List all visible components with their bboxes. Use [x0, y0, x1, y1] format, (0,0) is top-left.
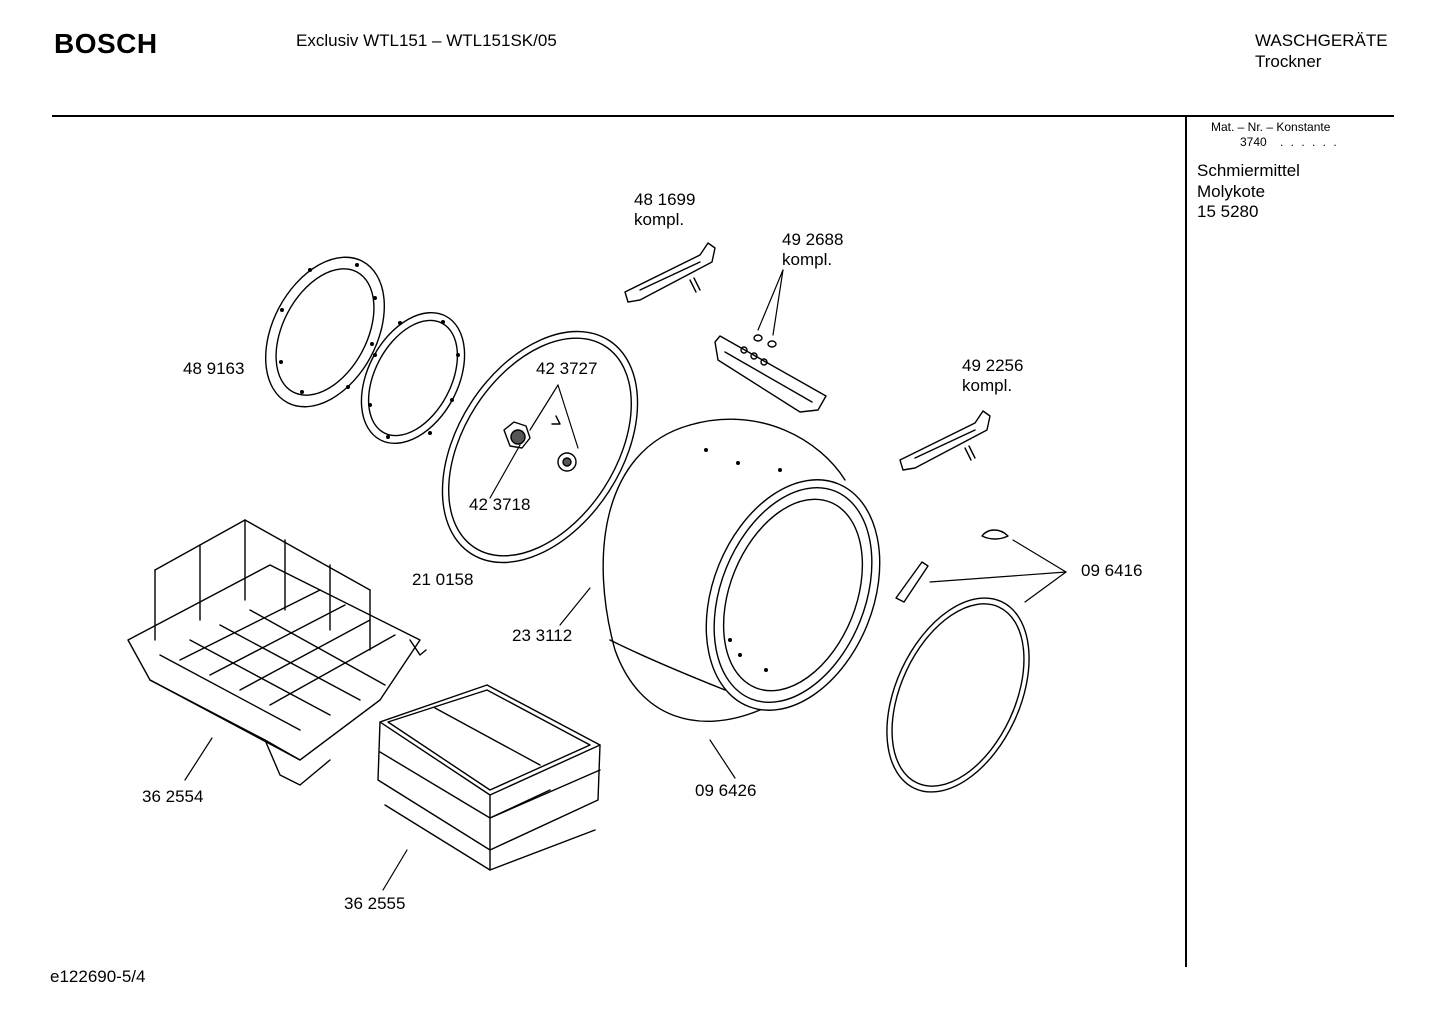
part-number: 49 2688: [782, 230, 844, 249]
part-label-492256: 49 2256 kompl.: [962, 356, 1023, 396]
mat-nr-dots: . . . . . .: [1280, 135, 1339, 149]
document-code: e122690-5/4: [50, 967, 146, 986]
door-gasket: [886, 597, 1030, 793]
part-number: 48 1699: [634, 190, 696, 209]
part-label-423718: 42 3718: [469, 495, 531, 514]
sidebar-divider: [1185, 117, 1187, 967]
part-label-492688: 49 2688 kompl.: [782, 230, 843, 270]
part-label-423727: 42 3727: [536, 359, 598, 378]
part-label-362555: 36 2555: [344, 894, 406, 913]
clip-parts: [895, 529, 1009, 603]
part-label-489163: 48 9163: [183, 359, 245, 378]
door-lock-strip: [714, 334, 827, 413]
part-suffix: kompl.: [962, 376, 1013, 395]
hinge-upper: [624, 242, 716, 303]
callout-leaders: [184, 269, 1067, 891]
part-label-096416: 09 6416: [1081, 561, 1143, 580]
hinge-lower: [899, 410, 991, 471]
part-label-096426: 09 6426: [695, 781, 757, 800]
part-label-481699: 48 1699 kompl.: [634, 190, 695, 230]
drum: [602, 418, 881, 722]
part-label-233112: 23 3112: [512, 626, 573, 645]
drying-rack: [377, 684, 601, 871]
drum-rear-wall: [441, 330, 639, 564]
lubricant-name: Molykote: [1197, 182, 1266, 201]
model-title: Exclusiv WTL151 – WTL151SK/05: [296, 31, 557, 50]
part-suffix: kompl.: [634, 210, 685, 229]
part-label-210158: 21 0158: [412, 570, 474, 589]
header-divider: [52, 115, 1394, 117]
brand-logo: BOSCH: [54, 28, 158, 59]
lubricant-title: Schmiermittel: [1197, 161, 1300, 180]
category-label: WASCHGERÄTE: [1255, 31, 1388, 50]
mat-nr-value: 3740: [1240, 135, 1267, 149]
part-number: 49 2256: [962, 356, 1024, 375]
door-seal-ring: [264, 256, 386, 408]
drying-basket: [127, 519, 427, 786]
door-gasket-ring: [360, 311, 466, 445]
mat-nr-header: Mat. – Nr. – Konstante: [1211, 120, 1331, 134]
part-label-362554: 36 2554: [142, 787, 204, 806]
lubricant-number: 15 5280: [1197, 202, 1259, 221]
subcategory-label: Trockner: [1255, 52, 1322, 71]
part-suffix: kompl.: [782, 250, 833, 269]
